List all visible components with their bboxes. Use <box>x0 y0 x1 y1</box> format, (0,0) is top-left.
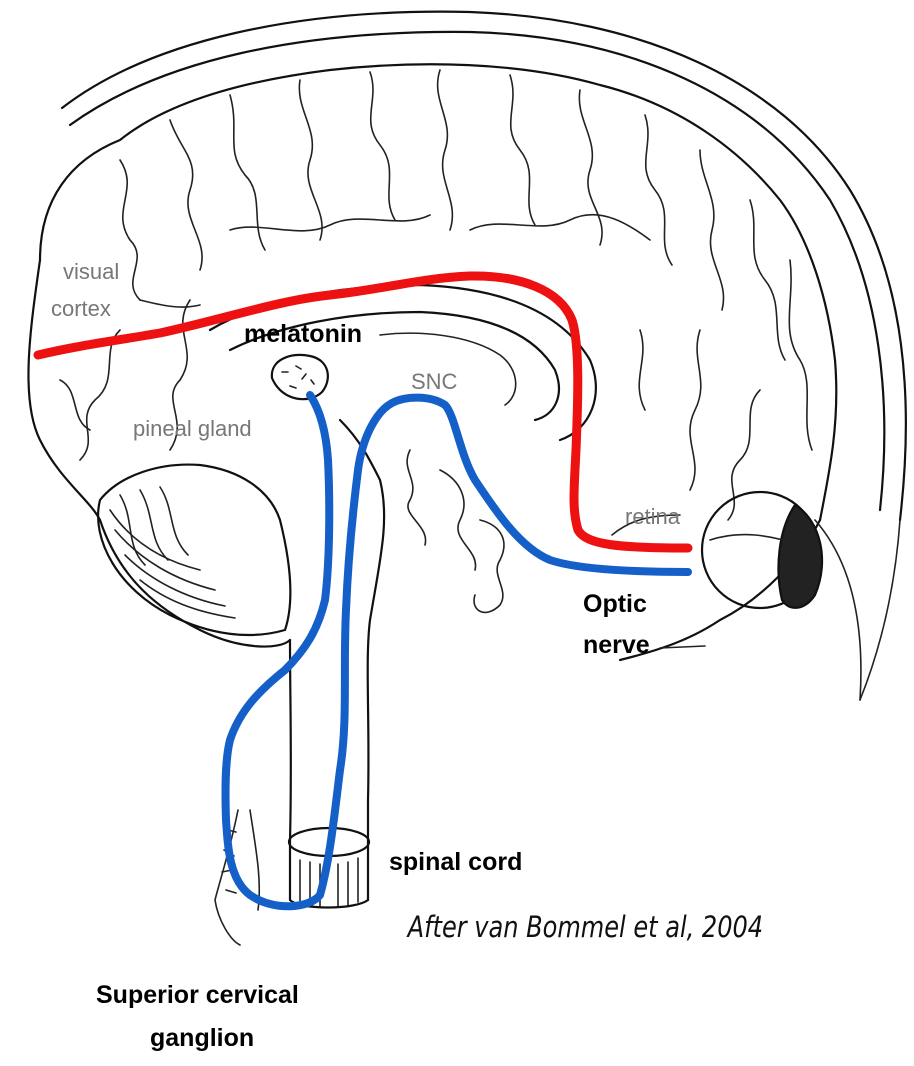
label-visual: visual <box>63 259 119 284</box>
label-cortex: cortex <box>51 296 111 321</box>
label-retina: retina <box>625 504 681 529</box>
cerebellum <box>98 465 290 635</box>
label-ganglion: ganglion <box>150 1024 254 1052</box>
pineal-gland-drawing <box>272 355 328 399</box>
label-nerve: nerve <box>583 631 650 659</box>
label-optic: Optic <box>583 590 647 618</box>
label-melatonin: melatonin <box>244 320 362 348</box>
label-superior-cervical: Superior cervical <box>96 981 299 1009</box>
brain-gyri <box>60 70 812 520</box>
citation: After van Bommel et al, 2004 <box>406 911 763 945</box>
label-pineal-gland: pineal gland <box>133 416 252 441</box>
label-spinal-cord: spinal cord <box>389 848 522 876</box>
brain-outline <box>28 64 836 660</box>
eye-drawing <box>702 492 861 700</box>
label-snc: SNC <box>411 369 458 394</box>
brainstem <box>290 420 504 840</box>
skull-outline <box>62 12 906 700</box>
